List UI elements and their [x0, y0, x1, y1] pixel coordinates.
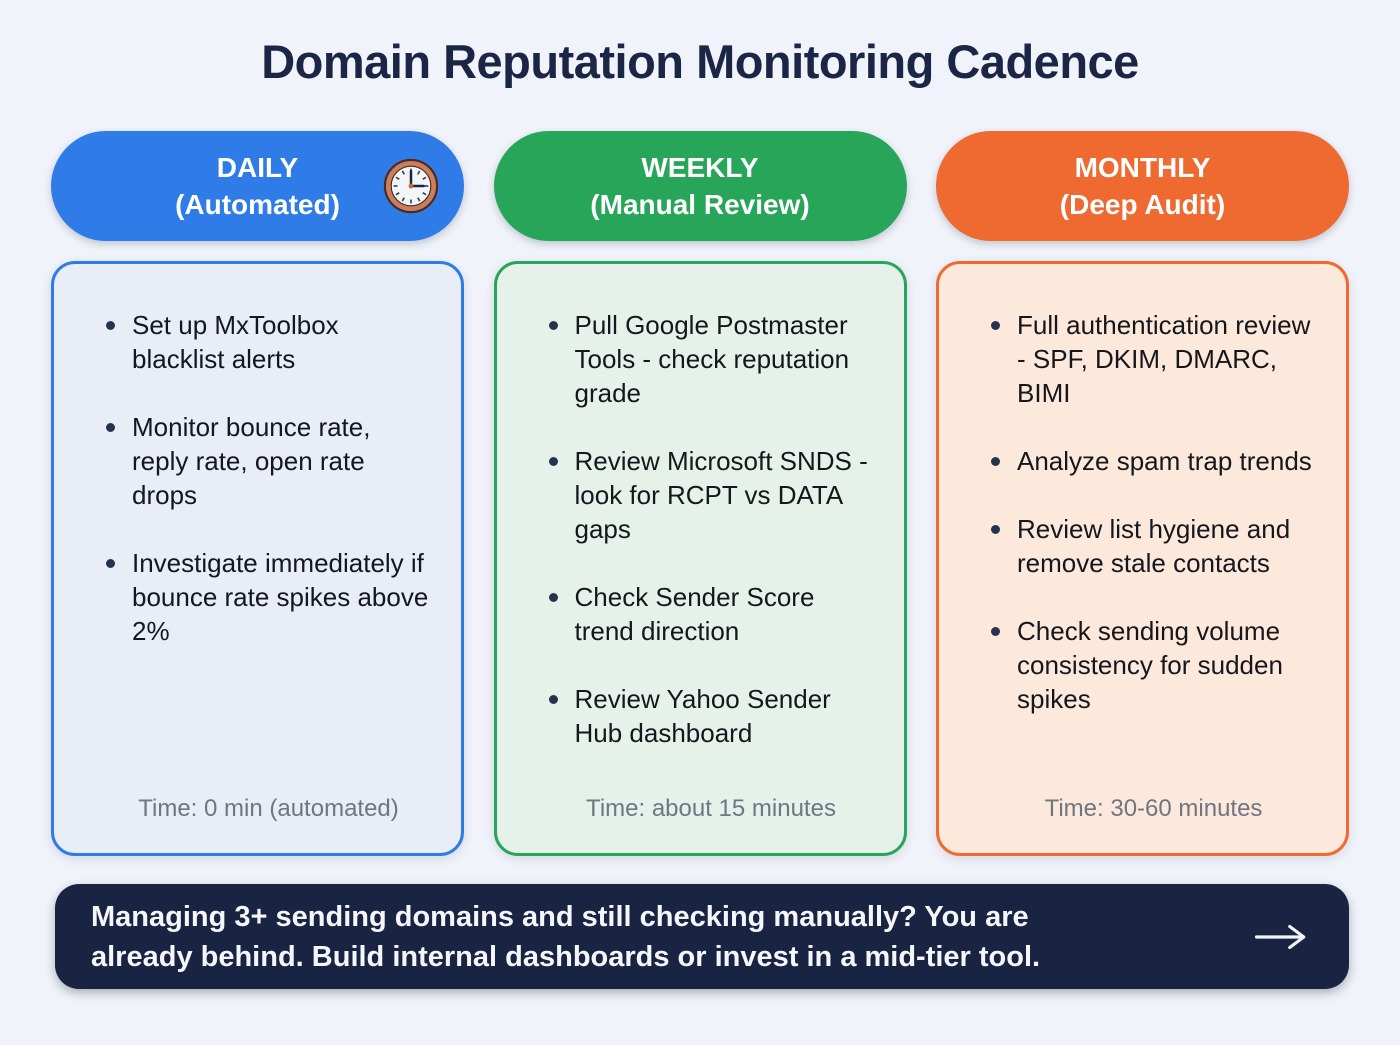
checklist-item: Review list hygiene and remove stale con… — [989, 512, 1318, 580]
footer-line-1: Managing 3+ sending domains and still ch… — [91, 900, 1029, 933]
monthly-time-label: Time: 30-60 minutes — [1044, 795, 1263, 822]
monthly-header-title: MONTHLY — [1074, 152, 1211, 183]
daily-time-label: Time: 0 min (automated) — [138, 795, 399, 822]
column-monthly: MONTHLY (Deep Audit) Full authentication… — [936, 131, 1349, 856]
checklist-item: Check sending volume consistency for sud… — [989, 614, 1318, 716]
checklist-item: Set up MxToolbox blacklist alerts — [104, 308, 433, 376]
checklist-item: Pull Google Postmaster Tools - check rep… — [547, 308, 876, 410]
arrow-right-icon — [1253, 921, 1309, 953]
monthly-checklist: Full authentication review - SPF, DKIM, … — [989, 308, 1318, 795]
daily-header-title: DAILY — [216, 152, 299, 183]
checklist-item: Investigate immediately if bounce rate s… — [104, 546, 433, 648]
weekly-header-pill: WEEKLY (Manual Review) — [493, 131, 907, 241]
checklist-item: Analyze spam trap trends — [989, 444, 1318, 478]
clock-icon — [382, 157, 440, 215]
checklist-item: Review Microsoft SNDS - look for RCPT vs… — [547, 444, 876, 546]
weekly-checklist: Pull Google Postmaster Tools - check rep… — [547, 308, 876, 795]
daily-header-subtitle: (Automated) — [175, 189, 340, 220]
checklist-item: Check Sender Score trend direction — [547, 580, 876, 648]
cadence-columns: DAILY (Automated) — [0, 131, 1400, 856]
checklist-item: Full authentication review - SPF, DKIM, … — [989, 308, 1318, 410]
footer-banner: Managing 3+ sending domains and still ch… — [55, 884, 1349, 989]
checklist-item: Monitor bounce rate, reply rate, open ra… — [104, 410, 433, 512]
monthly-header-subtitle: (Deep Audit) — [1059, 189, 1226, 220]
monthly-header-text: MONTHLY (Deep Audit) — [1060, 149, 1225, 223]
daily-checklist: Set up MxToolbox blacklist alerts Monito… — [104, 308, 433, 795]
daily-card: Set up MxToolbox blacklist alerts Monito… — [51, 261, 464, 856]
checklist-item: Review Yahoo Sender Hub dashboard — [547, 682, 876, 750]
footer-line-2: already behind. Build internal dashboard… — [91, 940, 1041, 973]
page-title: Domain Reputation Monitoring Cadence — [261, 35, 1139, 88]
weekly-header-text: WEEKLY (Manual Review) — [590, 149, 809, 223]
weekly-time-label: Time: about 15 minutes — [586, 795, 836, 822]
weekly-card: Pull Google Postmaster Tools - check rep… — [493, 261, 907, 856]
monthly-card: Full authentication review - SPF, DKIM, … — [936, 261, 1349, 856]
weekly-header-subtitle: (Manual Review) — [590, 189, 810, 220]
footer-banner-text: Managing 3+ sending domains and still ch… — [91, 897, 1227, 977]
daily-header-text: DAILY (Automated) — [175, 149, 340, 223]
monthly-header-pill: MONTHLY (Deep Audit) — [936, 131, 1349, 241]
column-weekly: WEEKLY (Manual Review) Pull Google Postm… — [493, 131, 907, 856]
weekly-header-title: WEEKLY — [641, 152, 759, 183]
daily-header-pill: DAILY (Automated) — [51, 131, 464, 241]
column-daily: DAILY (Automated) — [51, 131, 464, 856]
